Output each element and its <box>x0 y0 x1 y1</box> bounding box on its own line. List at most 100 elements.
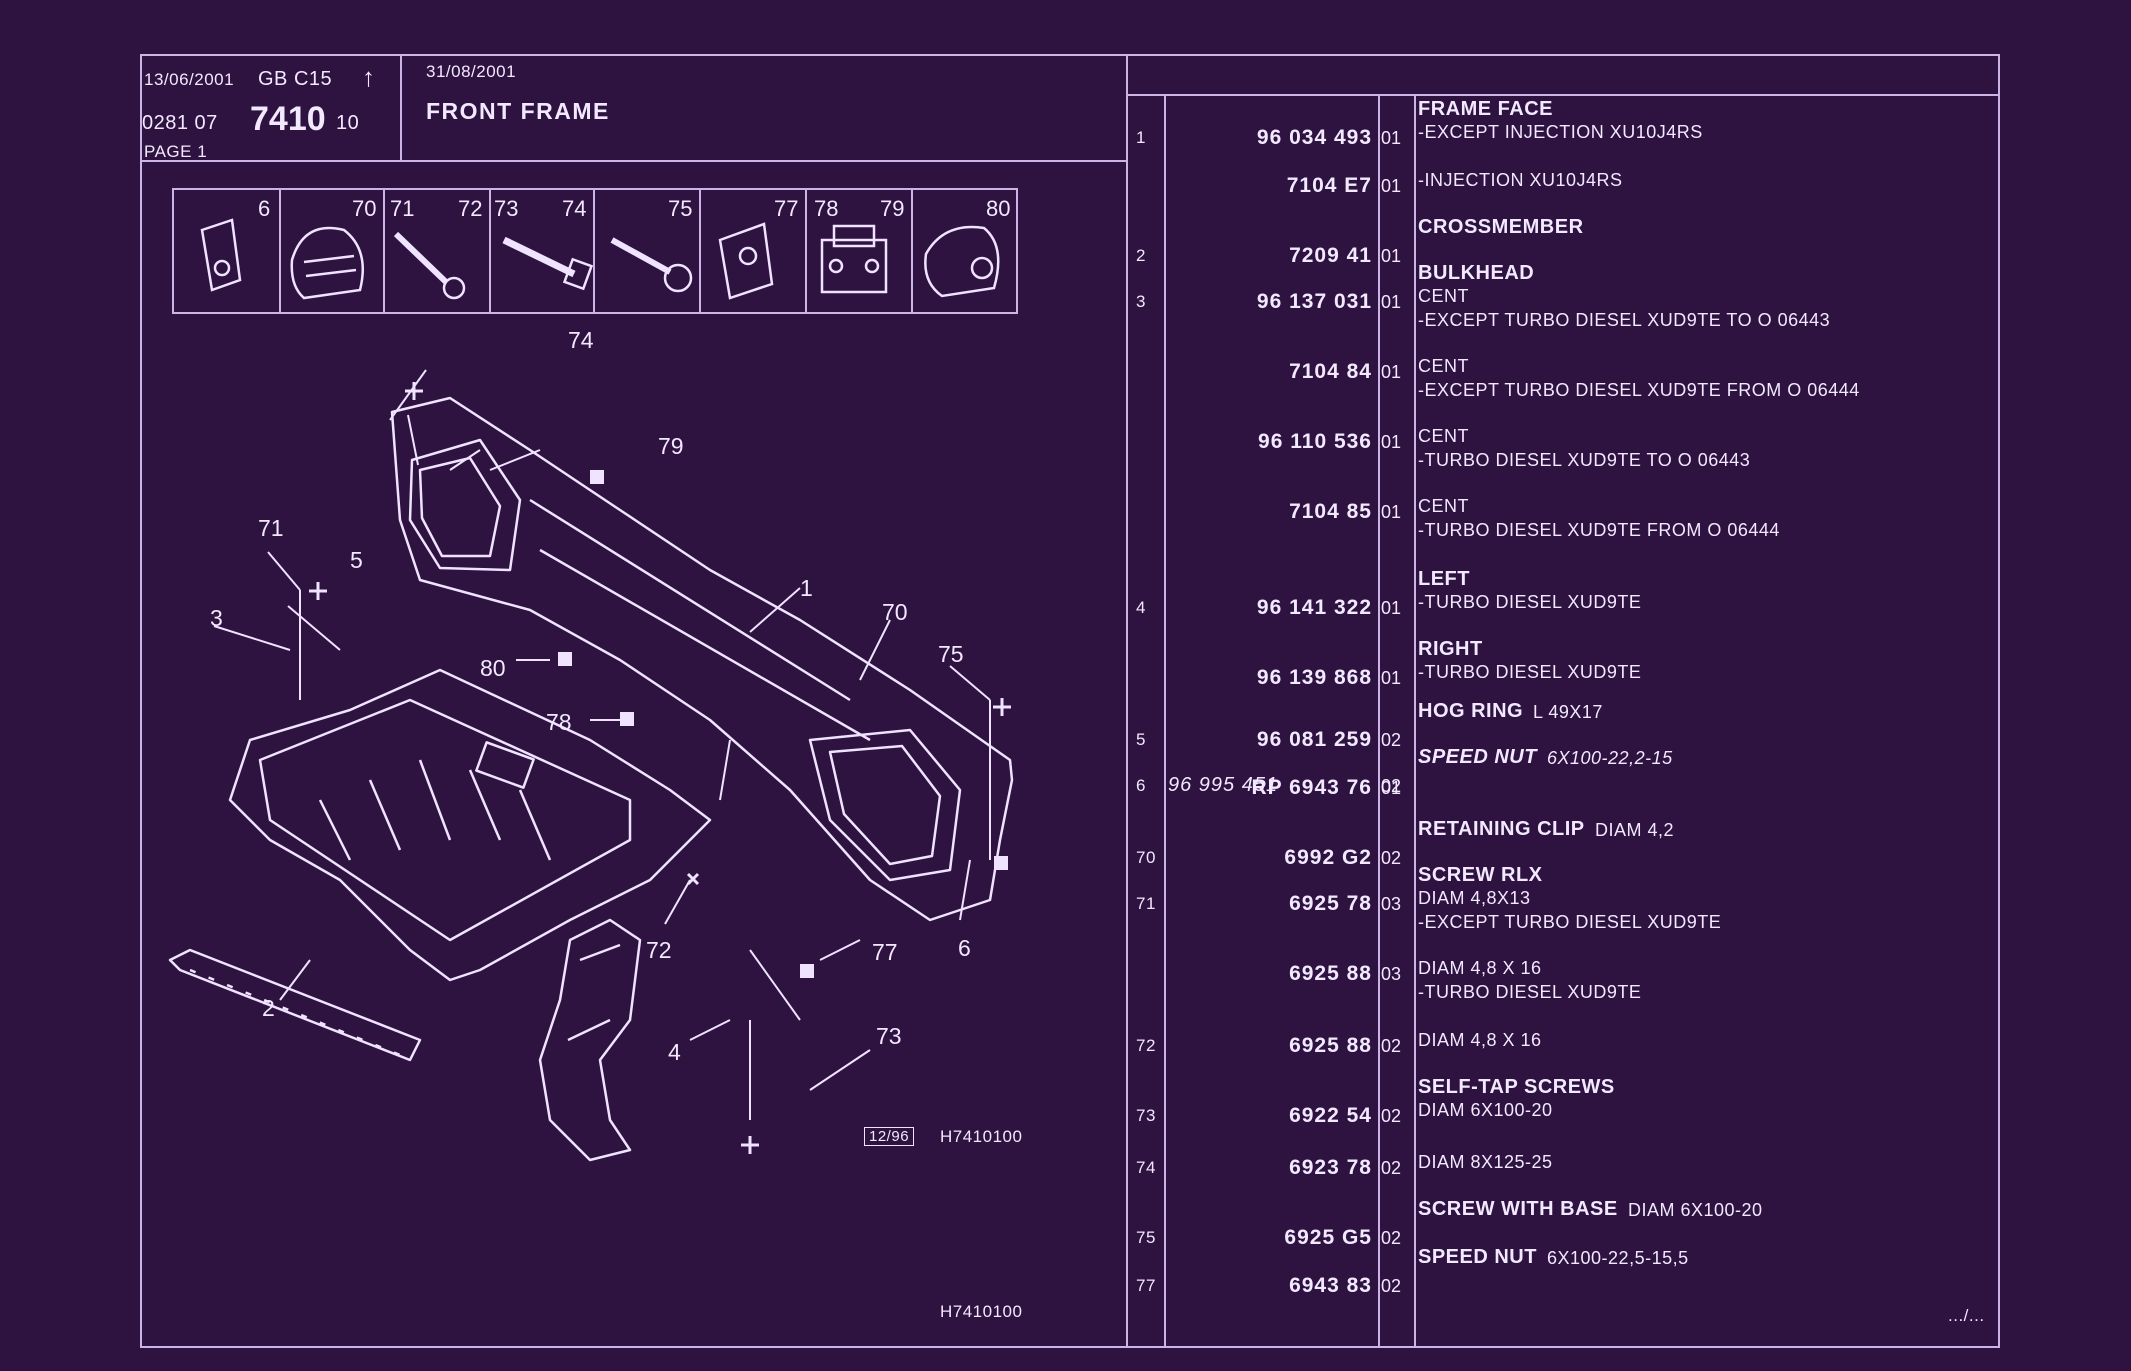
self-tap-screw-icon <box>502 236 576 278</box>
divider-header <box>140 160 1128 162</box>
part-name: LEFT <box>1418 568 1470 590</box>
part-number: 7104 E7 <box>1286 174 1372 197</box>
part-name: BULKHEAD <box>1418 262 1535 284</box>
part-name: SPEED NUT <box>1418 1246 1537 1268</box>
callout-2: 2 <box>262 995 275 1021</box>
divider-header-box <box>400 54 402 162</box>
part-detail-line: -EXCEPT TURBO DIESEL XUD9TE FROM O 06444 <box>1418 380 1860 400</box>
part-number: 96 139 868 <box>1256 666 1372 689</box>
screw-with-base-icon <box>610 237 672 275</box>
part-qty: 01 <box>1381 668 1402 688</box>
part-qty: 01 <box>1381 292 1402 312</box>
left-bracket-outline <box>538 918 642 1162</box>
diagram-footer-code: H7410100 <box>940 1302 1023 1321</box>
callout-6: 6 <box>958 935 971 961</box>
part-name: SCREW WITH BASE <box>1418 1198 1618 1220</box>
part-name: FRAME FACE <box>1418 98 1553 120</box>
part-number: 96 141 322 <box>1256 596 1372 619</box>
part-number: 7209 41 <box>1289 244 1372 267</box>
part-ref: 2 <box>1136 246 1146 265</box>
grommet-icon <box>924 225 1000 298</box>
part-ref: 3 <box>1136 292 1146 311</box>
thumb-label-70: 70 <box>352 196 376 221</box>
callout-3: 3 <box>210 605 223 631</box>
column-qty-right-divider <box>1414 94 1416 1348</box>
part-detail-line: -INJECTION XU10J4RS <box>1418 170 1623 190</box>
catalog-suffix: 10 <box>336 112 360 134</box>
callout-71: 71 <box>258 515 284 541</box>
callout-80: 80 <box>480 655 506 681</box>
part-qty: 01 <box>1381 432 1402 452</box>
callout-79: 79 <box>658 433 684 459</box>
revision-date: 31/08/2001 <box>426 62 517 81</box>
crossmember-outline <box>168 948 422 1062</box>
part-ref: 72 <box>1136 1036 1156 1055</box>
part-spec: DIAM 6X100-20 <box>1628 1200 1763 1220</box>
part-number: 96 081 259 <box>1256 728 1372 751</box>
part-detail-line: -TURBO DIESEL XUD9TE <box>1418 982 1642 1002</box>
part-number: 6925 G5 <box>1284 1226 1372 1249</box>
issue-date: 13/06/2001 <box>144 70 235 89</box>
diagram-stamp-code: H7410100 <box>940 1127 1023 1146</box>
part-qty: 01 <box>1381 778 1402 798</box>
part-qty: 01 <box>1381 362 1402 382</box>
thumb-label-79: 79 <box>880 196 904 221</box>
catalog-prefix: 0281 07 <box>142 112 218 134</box>
exploded-diagram: 74 79 71 5 3 1 70 80 78 75 72 77 6 2 4 7… <box>168 327 1014 1162</box>
thumb-label-6: 6 <box>258 196 270 221</box>
part-number: RP 6943 76 <box>1251 776 1372 799</box>
part-detail-line: CENT <box>1418 286 1469 306</box>
part-qty: 03 <box>1381 894 1402 914</box>
part-number: 96 034 493 <box>1256 126 1372 149</box>
part-name: RIGHT <box>1418 638 1483 660</box>
page-number: PAGE 1 <box>144 142 208 161</box>
clip-block-icon <box>820 238 888 294</box>
part-ref: 6 <box>1136 776 1146 795</box>
part-detail-line: CENT <box>1418 356 1469 376</box>
part-detail-line: -TURBO DIESEL XUD9TE FROM O 06444 <box>1418 520 1780 540</box>
part-detail-line: DIAM 6X100-20 <box>1418 1100 1553 1120</box>
part-name: RETAINING CLIP <box>1418 818 1585 840</box>
part-spec: L 49X17 <box>1533 702 1603 722</box>
part-qty: 02 <box>1381 776 1402 796</box>
part-detail-line: DIAM 8X125-25 <box>1418 1152 1553 1172</box>
part-qty: 02 <box>1381 1158 1402 1178</box>
catalog-main-code: 7410 <box>250 100 326 138</box>
part-spec: DIAM 4,2 <box>1595 820 1675 840</box>
part-qty: 02 <box>1381 1036 1402 1056</box>
callout-70: 70 <box>882 599 908 625</box>
part-qty: 01 <box>1381 176 1402 196</box>
part-detail-line: -EXCEPT TURBO DIESEL XUD9TE <box>1418 912 1722 932</box>
part-name: SCREW RLX <box>1418 864 1543 886</box>
part-name: SELF-TAP SCREWS <box>1418 1076 1615 1098</box>
part-ref: 70 <box>1136 848 1156 867</box>
part-number: 6922 54 <box>1289 1104 1372 1127</box>
thumb-label-80: 80 <box>986 196 1010 221</box>
part-detail-line: CENT <box>1418 426 1469 446</box>
thumb-label-75: 75 <box>668 196 692 221</box>
part-number: 6923 78 <box>1289 1156 1372 1179</box>
up-arrow-icon: ↑ <box>362 62 376 92</box>
part-detail-line: DIAM 4,8 X 16 <box>1418 1030 1542 1050</box>
part-number: 96 137 031 <box>1256 290 1372 313</box>
callout-78: 78 <box>546 709 572 735</box>
part-detail-line: -TURBO DIESEL XUD9TE TO O 06443 <box>1418 450 1751 470</box>
page-title: FRONT FRAME <box>426 98 610 124</box>
part-number: 7104 84 <box>1289 360 1372 383</box>
column-ref-divider <box>1164 94 1166 1348</box>
part-ref: 74 <box>1136 1158 1156 1177</box>
part-spec: 6X100-22,5-15,5 <box>1547 1248 1689 1268</box>
thumb-label-73: 73 <box>494 196 518 221</box>
parts-sheet <box>140 54 2000 1348</box>
part-detail-line: -EXCEPT INJECTION XU10J4RS <box>1418 122 1703 142</box>
part-detail-line: DIAM 4,8X13 <box>1418 888 1531 908</box>
part-ref: 1 <box>1136 128 1146 147</box>
speed-nut-icon <box>200 218 242 292</box>
retaining-clip-icon <box>290 226 364 300</box>
part-detail-line: -EXCEPT TURBO DIESEL XUD9TE TO O 06443 <box>1418 310 1831 330</box>
part-qty: 02 <box>1381 1106 1402 1126</box>
callout-75: 75 <box>938 641 964 667</box>
callout-73: 73 <box>876 1023 902 1049</box>
divider-table-top <box>1126 94 2000 96</box>
part-detail-line: CENT <box>1418 496 1469 516</box>
